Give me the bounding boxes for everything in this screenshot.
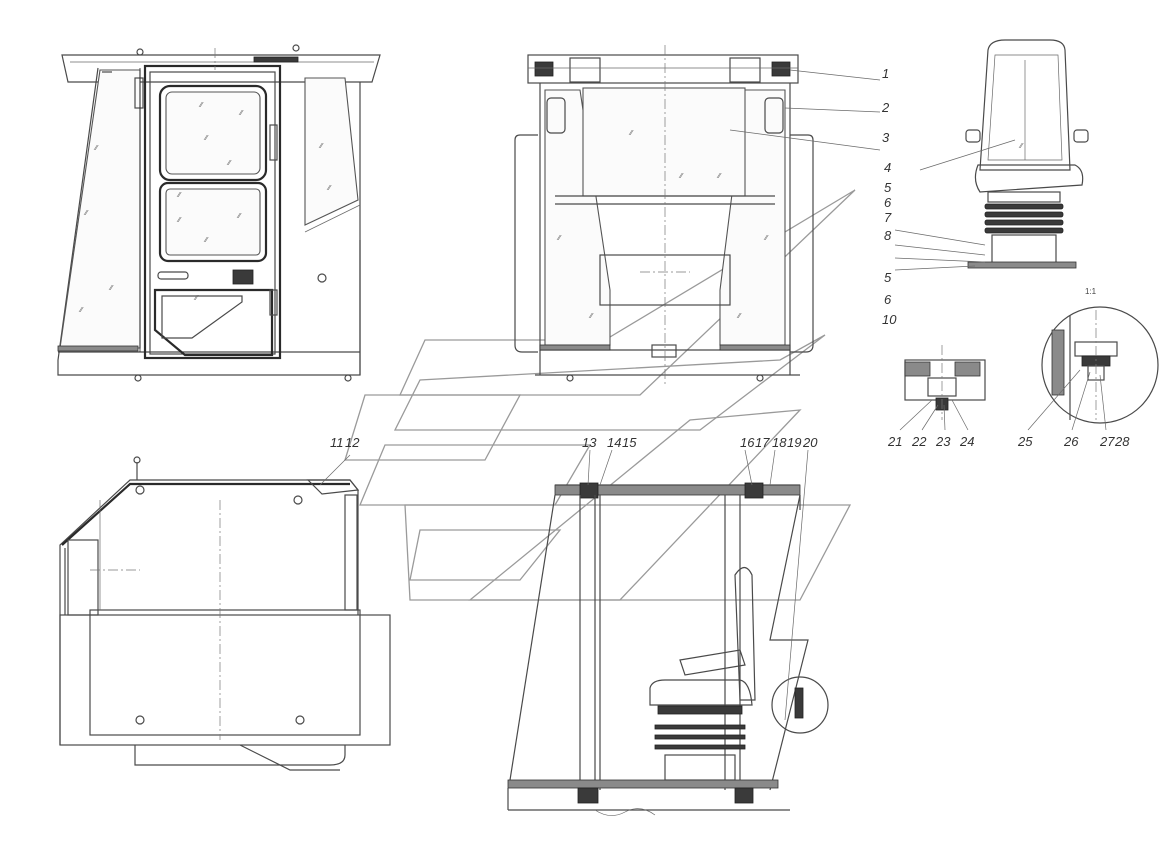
detail-circle-25-28: 1:1: [1041, 287, 1159, 424]
part-label-3: 3: [882, 130, 890, 145]
part-label-7: 7: [884, 210, 892, 225]
part-label-15: 15: [622, 435, 637, 450]
part-label-4: 4: [884, 160, 891, 175]
part-label-25: 25: [1017, 434, 1033, 449]
part-label-20: 20: [802, 435, 818, 450]
part-label-23: 23: [935, 434, 951, 449]
part-label-26: 26: [1063, 434, 1079, 449]
svg-text:⁄⁄: ⁄⁄: [108, 284, 114, 292]
leader-lines: [319, 69, 1107, 721]
part-label-2: 2: [881, 100, 890, 115]
cab-section-view: [507, 482, 829, 816]
part-label-11: 11: [330, 435, 344, 450]
part-label-16: 16: [740, 435, 755, 450]
detail-scale-label: 1:1: [1085, 287, 1097, 296]
svg-text:⁄⁄: ⁄⁄: [238, 109, 244, 117]
svg-text:⁄⁄: ⁄⁄: [1018, 142, 1024, 150]
cab-front-view: ⁄⁄ ⁄⁄ ⁄⁄ ⁄⁄ ⁄⁄ ⁄⁄ ⁄⁄: [514, 45, 814, 385]
part-label-19: 19: [787, 435, 801, 450]
part-label-12: 12: [345, 435, 360, 450]
part-label-14: 14: [607, 435, 621, 450]
part-label-5b: 5: [884, 270, 892, 285]
svg-text:⁄⁄: ⁄⁄: [93, 144, 99, 152]
part-label-21: 21: [887, 434, 902, 449]
part-label-13: 13: [582, 435, 597, 450]
part-label-22: 22: [911, 434, 927, 449]
svg-text:⁄⁄: ⁄⁄: [716, 172, 722, 180]
svg-text:⁄⁄: ⁄⁄: [226, 159, 232, 167]
cab-side-view: ⁄⁄ ⁄⁄ ⁄⁄ ⁄⁄ ⁄⁄ ⁄⁄ ⁄⁄ ⁄⁄ ⁄⁄ ⁄⁄ ⁄⁄ ⁄⁄ ⁄⁄ ⁄⁄ ⁄⁄: [57, 44, 381, 382]
watermark-logo: [344, 189, 856, 601]
section-seat-bellows: [654, 724, 746, 750]
svg-text:⁄⁄: ⁄⁄: [628, 129, 634, 137]
svg-text:⁄⁄: ⁄⁄: [176, 191, 182, 199]
svg-text:⁄⁄: ⁄⁄: [678, 172, 684, 180]
seat-bellows: [984, 203, 1064, 234]
part-label-6: 6: [884, 195, 892, 210]
svg-text:⁄⁄: ⁄⁄: [203, 134, 209, 142]
part-label-5: 5: [884, 180, 892, 195]
svg-text:⁄⁄: ⁄⁄: [203, 236, 209, 244]
svg-text:⁄⁄: ⁄⁄: [763, 234, 769, 242]
detail-mount-21-24: [904, 345, 986, 420]
svg-text:⁄⁄: ⁄⁄: [556, 234, 562, 242]
part-label-10: 10: [882, 312, 897, 327]
svg-text:⁄⁄: ⁄⁄: [83, 209, 89, 217]
part-label-18: 18: [772, 435, 787, 450]
svg-text:⁄⁄: ⁄⁄: [736, 312, 742, 320]
svg-text:⁄⁄: ⁄⁄: [318, 142, 324, 150]
svg-text:⁄⁄: ⁄⁄: [193, 294, 199, 302]
part-label-6b: 6: [884, 292, 892, 307]
cab-plan-view: [59, 456, 391, 771]
svg-text:⁄⁄: ⁄⁄: [326, 184, 332, 192]
svg-text:⁄⁄: ⁄⁄: [176, 216, 182, 224]
svg-text:⁄⁄: ⁄⁄: [236, 212, 242, 220]
part-label-17: 17: [755, 435, 770, 450]
part-label-24: 24: [959, 434, 974, 449]
part-label-8: 8: [884, 228, 892, 243]
svg-text:⁄⁄: ⁄⁄: [588, 312, 594, 320]
part-number-labels: 1 2 3 4 5 6 7 8 5 6 10 11 12 13 14 15 16…: [330, 66, 1130, 450]
svg-text:⁄⁄: ⁄⁄: [198, 101, 204, 109]
svg-text:⁄⁄: ⁄⁄: [78, 306, 84, 314]
part-label-27: 27: [1099, 434, 1115, 449]
part-label-1: 1: [882, 66, 889, 81]
operator-seat-view: ⁄⁄: [965, 39, 1089, 269]
part-label-28: 28: [1114, 434, 1130, 449]
